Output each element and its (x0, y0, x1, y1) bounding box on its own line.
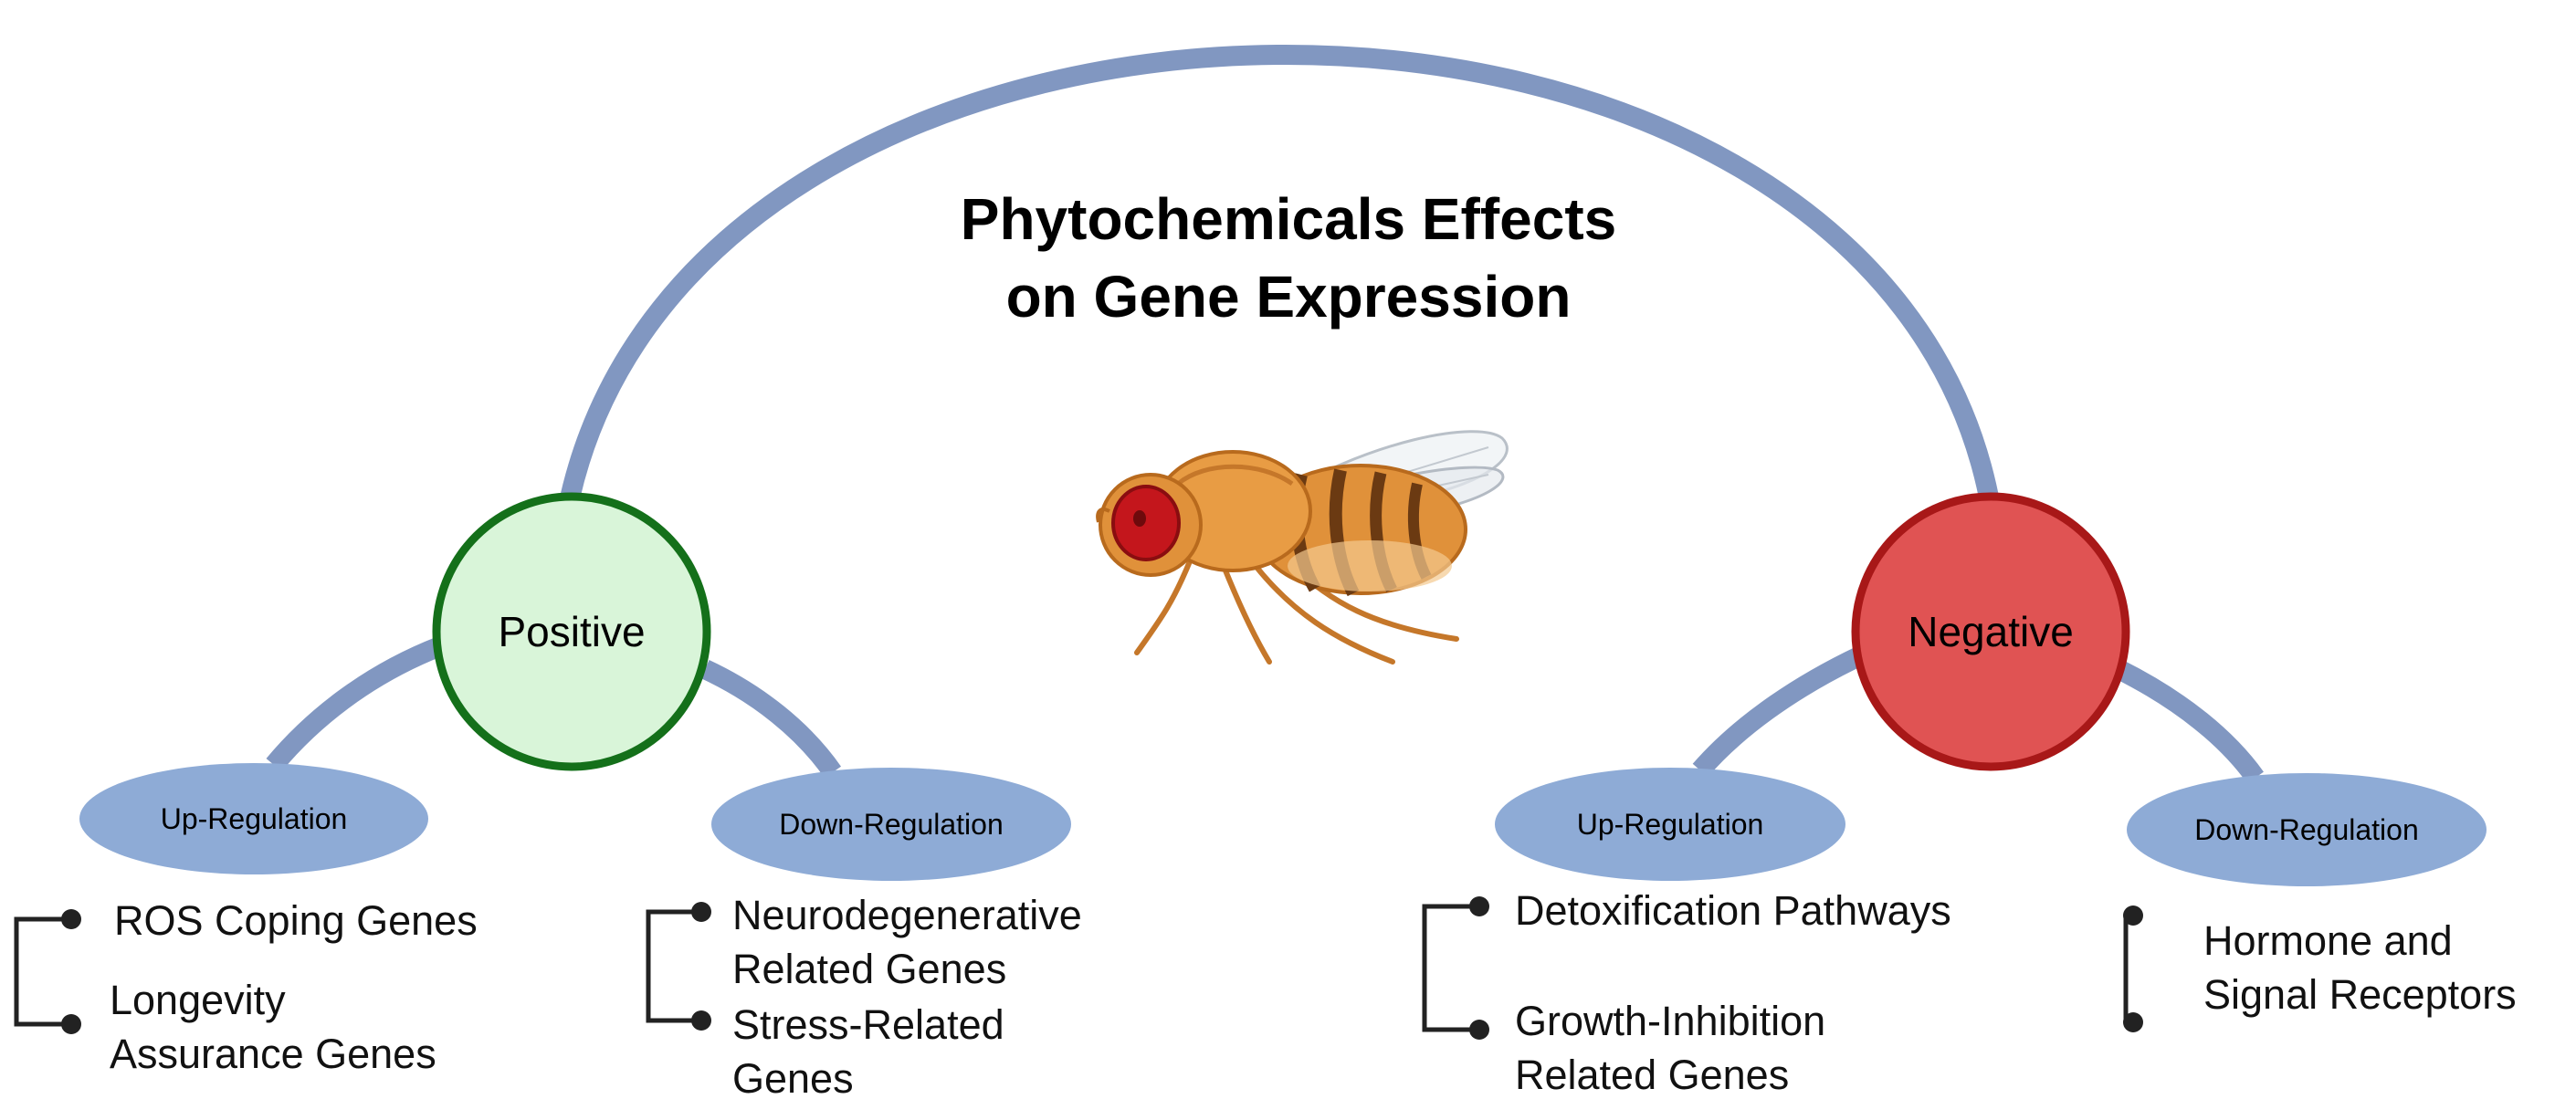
title-line-2: on Gene Expression (1006, 264, 1572, 330)
positive-up-label: Up-Regulation (161, 802, 348, 835)
positive-down-bracket (646, 909, 699, 1023)
gene-stress-related: Stress-Related (732, 1001, 1004, 1048)
gene-neuro-related: Related Genes (732, 946, 1006, 992)
negative-up-connector (1692, 646, 1866, 778)
positive-up-connector (266, 636, 445, 772)
negative-up-genes: Detoxification Pathways Growth-Inhibitio… (1422, 887, 1951, 1098)
positive-down-genes: Neurodegenerative Related Genes Stress-R… (646, 892, 1082, 1102)
positive-up-genes: ROS Coping Genes Longevity Assurance Gen… (14, 897, 478, 1077)
positive-circle (432, 492, 711, 771)
positive-up-dot-2 (61, 1014, 81, 1034)
positive-up-regulation: Up-Regulation (79, 763, 428, 874)
positive-down-label: Down-Regulation (779, 808, 1003, 841)
gene-assurance: Assurance Genes (110, 1031, 436, 1077)
positive-down-ellipse (711, 768, 1071, 881)
fruit-fly-icon (1096, 430, 1509, 665)
positive-node: Positive (432, 492, 711, 771)
gene-ros-coping: ROS Coping Genes (114, 897, 478, 944)
negative-up-label: Up-Regulation (1577, 808, 1764, 841)
negative-down-dot-1 (2123, 905, 2143, 926)
negative-up-dot-1 (1469, 896, 1489, 916)
positive-down-regulation: Down-Regulation (711, 768, 1071, 881)
gene-growth-inhibition: Growth-Inhibition (1515, 998, 1825, 1044)
negative-down-ellipse (2127, 773, 2487, 886)
gene-neurodegenerative: Neurodegenerative (732, 892, 1082, 938)
negative-down-dot-2 (2123, 1012, 2143, 1032)
negative-down-label: Down-Regulation (2194, 813, 2418, 846)
title-line-1: Phytochemicals Effects (961, 186, 1617, 252)
negative-up-bracket (1422, 904, 1477, 1032)
gene-signal-receptors: Signal Receptors (2203, 971, 2517, 1018)
positive-label: Positive (498, 608, 645, 655)
positive-up-ellipse (79, 763, 428, 874)
main-arch-connector (558, 45, 2001, 509)
negative-down-regulation: Down-Regulation (2127, 773, 2487, 886)
positive-down-dot-2 (691, 1010, 711, 1031)
gene-detoxification: Detoxification Pathways (1515, 887, 1951, 934)
negative-up-ellipse (1495, 768, 1845, 881)
positive-down-connector (700, 660, 842, 779)
negative-label: Negative (1908, 608, 2074, 655)
negative-down-connector (2114, 660, 2264, 784)
negative-circle (1851, 492, 2130, 771)
gene-growth-related: Related Genes (1515, 1052, 1789, 1098)
positive-up-dot-1 (61, 909, 81, 929)
positive-up-bracket (14, 916, 68, 1027)
gene-stress-genes: Genes (732, 1055, 854, 1102)
diagram-title: Phytochemicals Effects on Gene Expressio… (961, 186, 1617, 330)
negative-up-dot-2 (1469, 1020, 1489, 1040)
positive-down-dot-1 (691, 902, 711, 922)
negative-down-genes: Hormone and Signal Receptors (2123, 905, 2517, 1032)
gene-longevity: Longevity (110, 977, 286, 1023)
negative-node: Negative (1851, 492, 2130, 771)
gene-hormone: Hormone and (2203, 917, 2453, 964)
negative-up-regulation: Up-Regulation (1495, 768, 1845, 881)
